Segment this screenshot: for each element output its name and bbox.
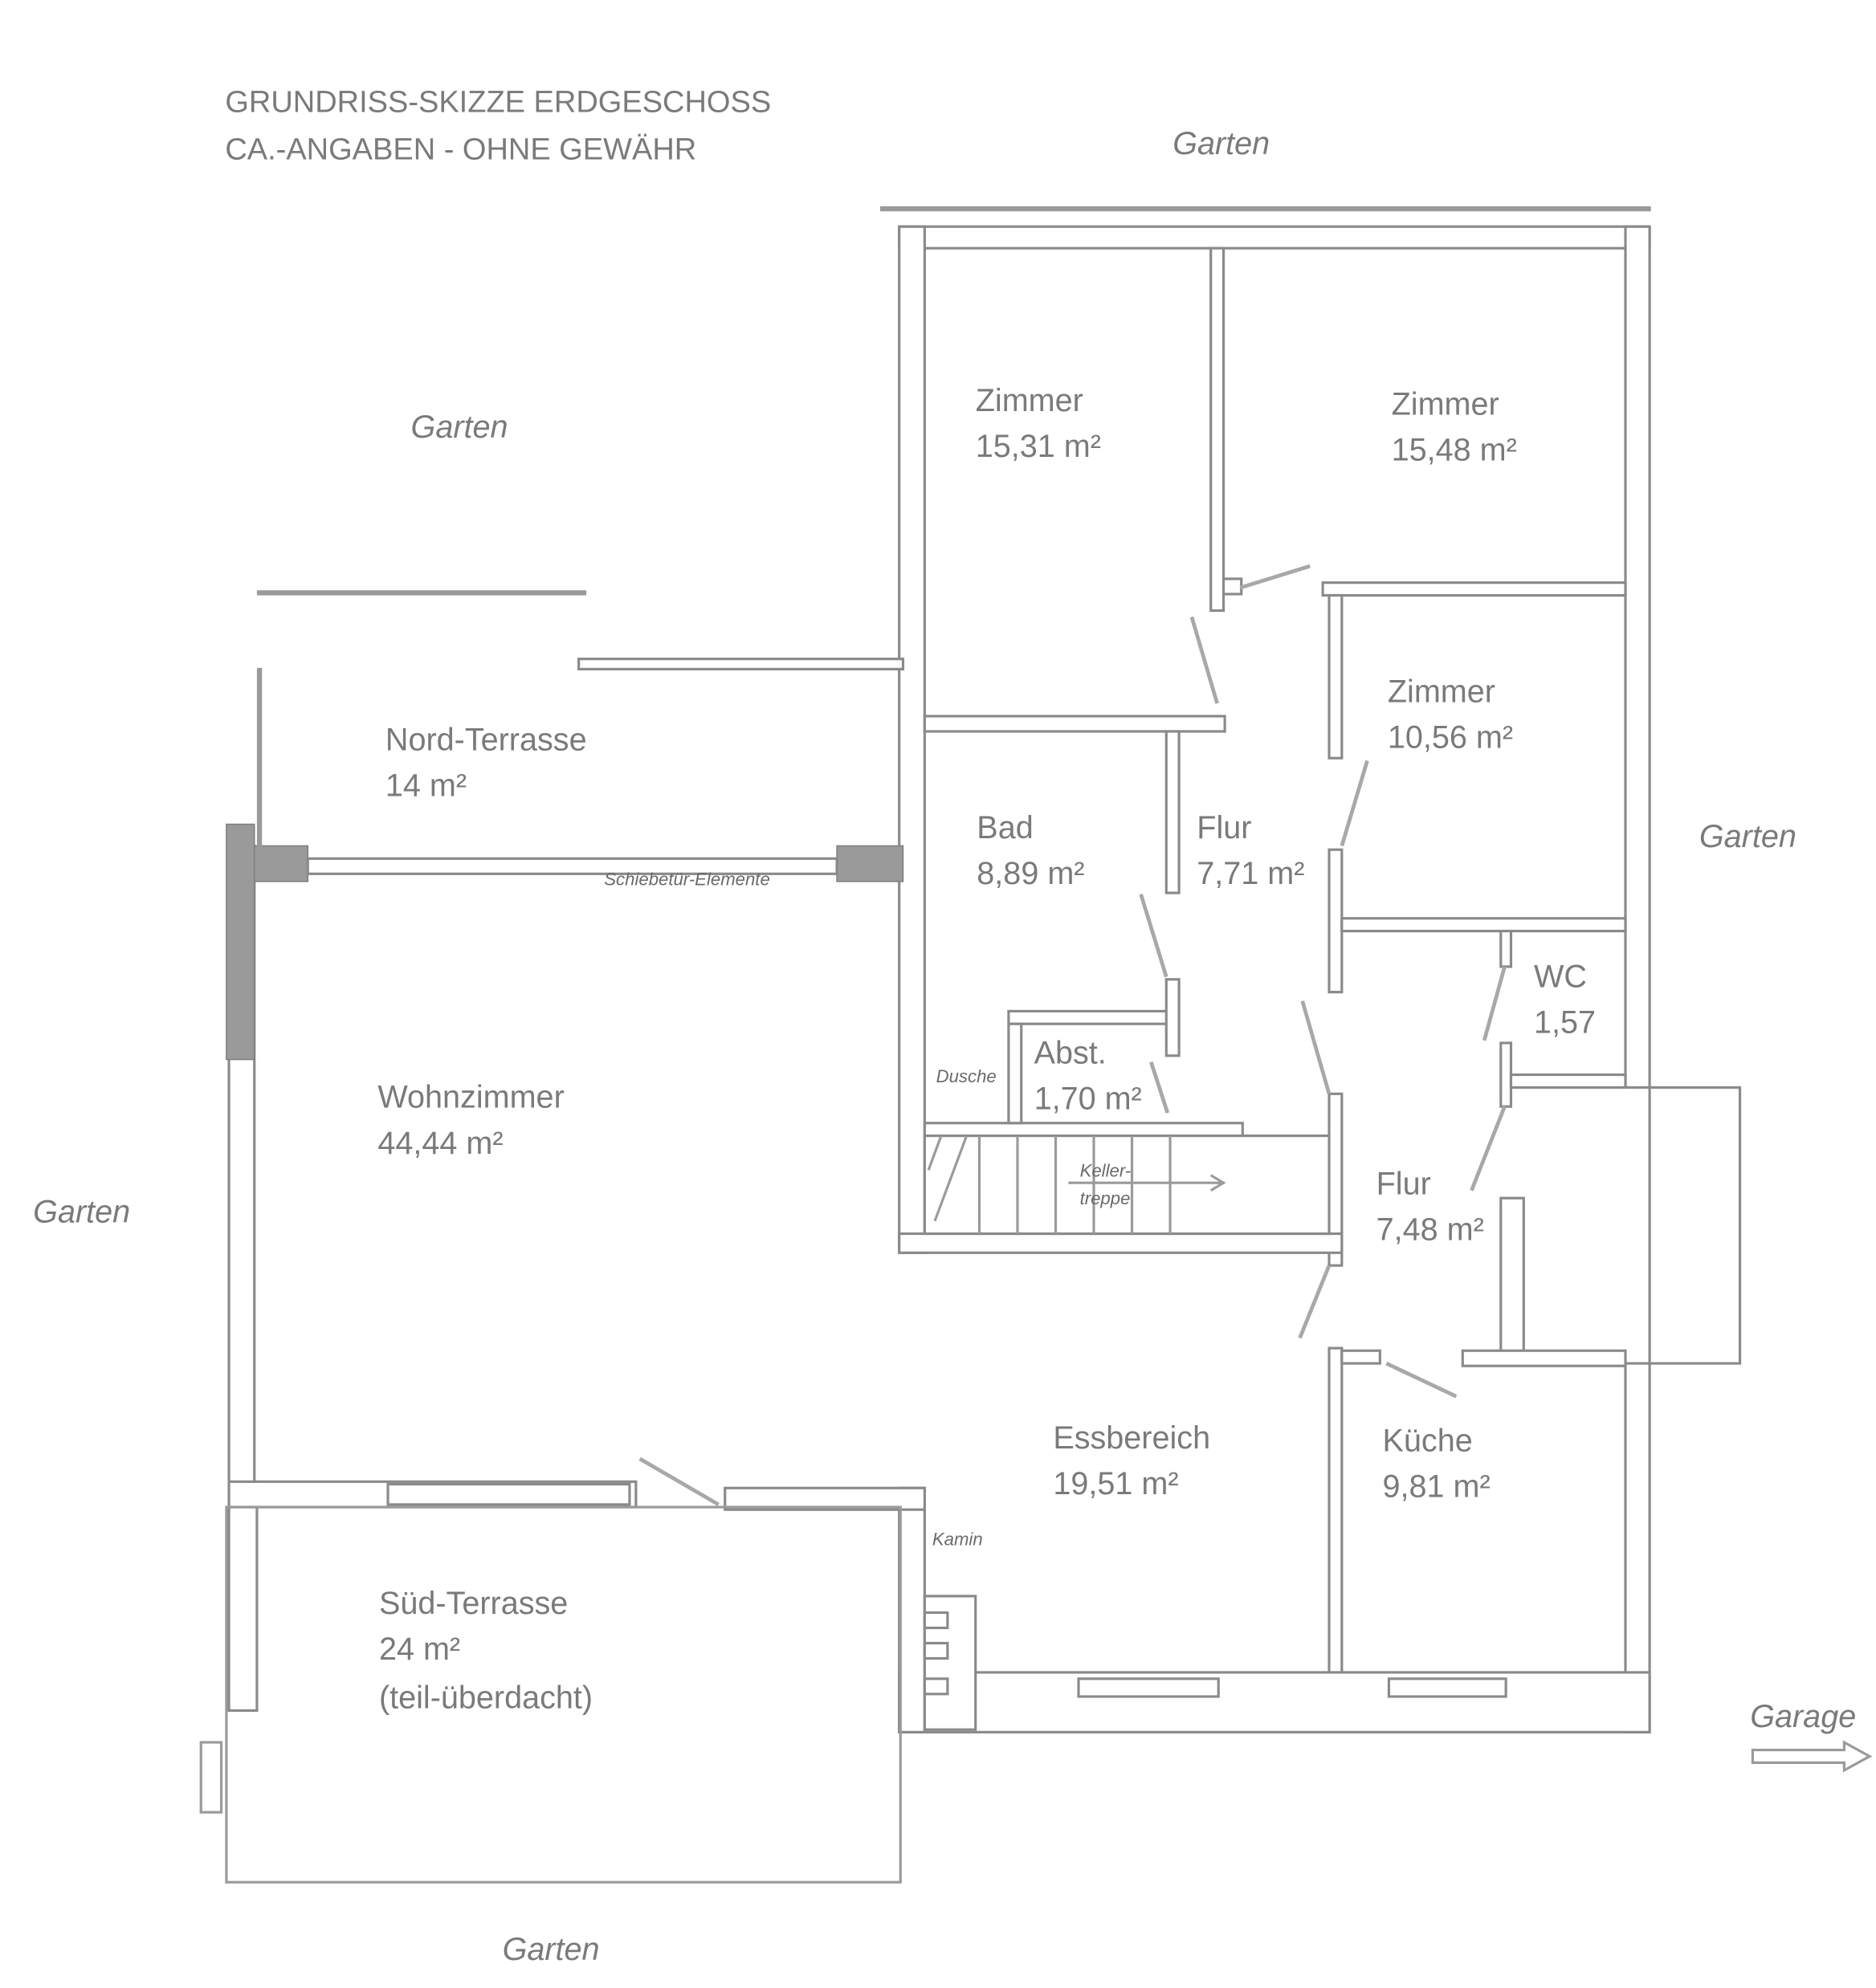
room-name: Nord-Terrasse <box>385 723 587 758</box>
room-area: 9,81 m² <box>1383 1469 1491 1504</box>
room-wc: WC 1,57 <box>1534 959 1596 1040</box>
room-sued-terrasse: Süd-Terrasse 24 m² (teil-überdacht) <box>379 1586 593 1715</box>
room-name: Bad <box>977 810 1033 845</box>
room-area: 7,71 m² <box>1197 856 1304 891</box>
room-area: 7,48 m² <box>1376 1212 1484 1247</box>
room-name: Abst. <box>1034 1035 1107 1070</box>
garten-left-label: Garten <box>33 1194 130 1229</box>
kamin-label: Kamin <box>932 1530 983 1550</box>
room-name: Flur <box>1197 810 1251 845</box>
garten-right-label: Garten <box>1699 819 1796 854</box>
room-essbereich: Essbereich 19,51 m² <box>1053 1420 1210 1501</box>
room-name: Wohnzimmer <box>377 1080 564 1115</box>
garage-label: Garage <box>1750 1699 1856 1734</box>
room-note: (teil-überdacht) <box>379 1680 593 1715</box>
room-zimmer-2: Zimmer 15,48 m² <box>1392 387 1517 468</box>
room-area: 24 m² <box>379 1632 460 1667</box>
room-area: 8,89 m² <box>977 856 1084 891</box>
room-area: 14 m² <box>385 768 467 804</box>
title-line-2: CA.-ANGABEN - OHNE GEWÄHR <box>225 132 696 166</box>
room-name: Küche <box>1383 1423 1473 1458</box>
room-abstellraum: Abst. 1,70 m² <box>1034 1035 1142 1116</box>
room-name: Zimmer <box>976 383 1083 418</box>
room-name: WC <box>1534 959 1587 994</box>
room-area: 1,57 <box>1534 1004 1596 1040</box>
room-area: 19,51 m² <box>1053 1466 1178 1501</box>
room-zimmer-3: Zimmer 10,56 m² <box>1388 674 1513 756</box>
garage-arrow-icon <box>1751 1740 1873 1773</box>
room-name: Zimmer <box>1392 387 1499 422</box>
garten-upper-left-label: Garten <box>411 409 508 445</box>
schiebetuer-label: Schiebetür-Elemente <box>604 870 770 890</box>
door-swings <box>638 564 1507 1506</box>
room-flur-1: Flur 7,71 m² <box>1197 810 1304 891</box>
garten-top-label: Garten <box>1172 126 1270 161</box>
room-nord-terrasse: Nord-Terrasse 14 m² <box>385 723 587 804</box>
room-area: 44,44 m² <box>377 1126 503 1161</box>
room-zimmer-1: Zimmer 15,31 m² <box>976 383 1101 464</box>
title-line-1: GRUNDRISS-SKIZZE ERDGESCHOSS <box>225 86 771 120</box>
room-bad: Bad 8,89 m² <box>977 810 1084 891</box>
room-wohnzimmer: Wohnzimmer 44,44 m² <box>377 1080 564 1161</box>
room-name: Essbereich <box>1053 1420 1210 1456</box>
room-area: 15,48 m² <box>1392 433 1517 468</box>
garten-bottom-label: Garten <box>503 1932 600 1967</box>
walls <box>199 206 1742 1884</box>
kellertreppe-label-2: treppe <box>1080 1188 1131 1208</box>
room-name: Zimmer <box>1388 674 1495 710</box>
dusche-label: Dusche <box>936 1066 997 1086</box>
room-flur-2: Flur 7,48 m² <box>1376 1166 1484 1247</box>
room-name: Flur <box>1376 1166 1431 1201</box>
room-kueche: Küche 9,81 m² <box>1383 1423 1491 1504</box>
room-area: 1,70 m² <box>1034 1081 1142 1116</box>
room-area: 15,31 m² <box>976 429 1101 464</box>
room-name: Süd-Terrasse <box>379 1586 568 1621</box>
kellertreppe-label-1: Keller- <box>1080 1160 1132 1180</box>
room-area: 10,56 m² <box>1388 720 1513 756</box>
